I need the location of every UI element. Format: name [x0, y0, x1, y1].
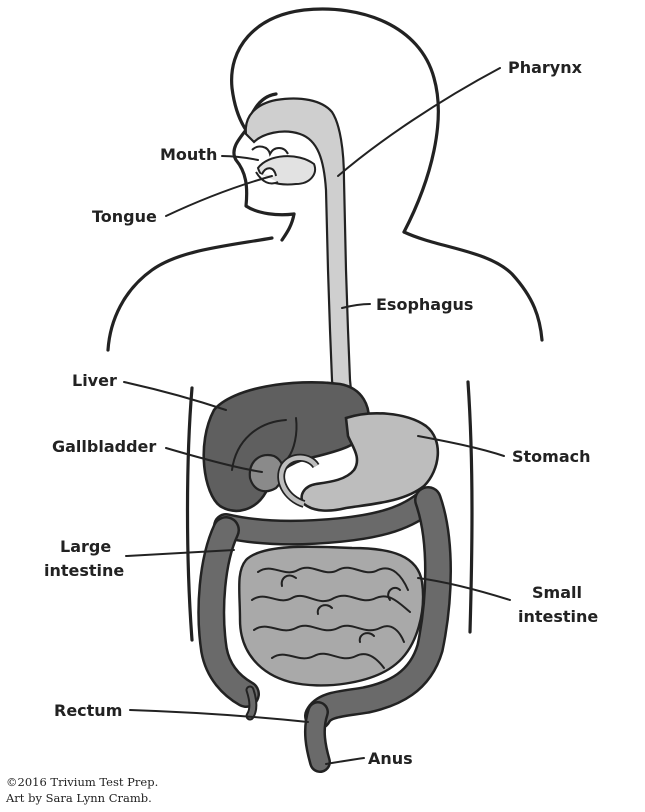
gallbladder-leader — [165, 447, 263, 473]
label-large-intestine-line1: Large — [60, 537, 111, 556]
label-anus: Anus — [368, 749, 413, 768]
liver-leader — [123, 381, 227, 411]
body-outline — [106, 7, 544, 642]
esophagus-shape — [244, 97, 356, 428]
label-pharynx: Pharynx — [508, 58, 583, 77]
label-liver: Liver — [72, 371, 117, 390]
esophagus-leader — [341, 303, 371, 309]
stomach-shape — [300, 412, 440, 512]
label-mouth: Mouth — [160, 145, 217, 164]
labels: Pharynx Mouth Tongue Esophagus Liver Gal… — [44, 58, 598, 768]
small-intestine-shape — [238, 545, 425, 687]
stomach-leader — [417, 435, 505, 457]
tongue-leader — [165, 175, 273, 217]
label-tongue: Tongue — [92, 207, 157, 226]
label-gallbladder: Gallbladder — [52, 437, 156, 456]
label-small-intestine-line1: Small — [532, 583, 582, 602]
label-large-intestine-line2: intestine — [44, 561, 124, 580]
large-intestine-leader — [125, 549, 235, 557]
credits: ©2016 Trivium Test Prep. Art by Sara Lyn… — [5, 775, 158, 805]
leader-lines — [123, 67, 511, 765]
label-small-intestine-line2: intestine — [518, 607, 598, 626]
credit-line-2: Art by Sara Lynn Cramb. — [5, 791, 152, 805]
upper-digestive-tract — [244, 97, 356, 428]
mouth-leader — [221, 155, 259, 161]
pharynx-leader — [337, 67, 501, 177]
label-stomach: Stomach — [512, 447, 591, 466]
liver-shape — [202, 381, 371, 513]
large-intestine-shape — [197, 486, 452, 773]
label-rectum: Rectum — [54, 701, 122, 720]
small-intestine-leader — [417, 577, 511, 601]
credit-line-1: ©2016 Trivium Test Prep. — [6, 775, 158, 789]
anus-leader — [325, 757, 365, 765]
rectum-leader — [129, 709, 309, 723]
label-esophagus: Esophagus — [376, 295, 473, 314]
